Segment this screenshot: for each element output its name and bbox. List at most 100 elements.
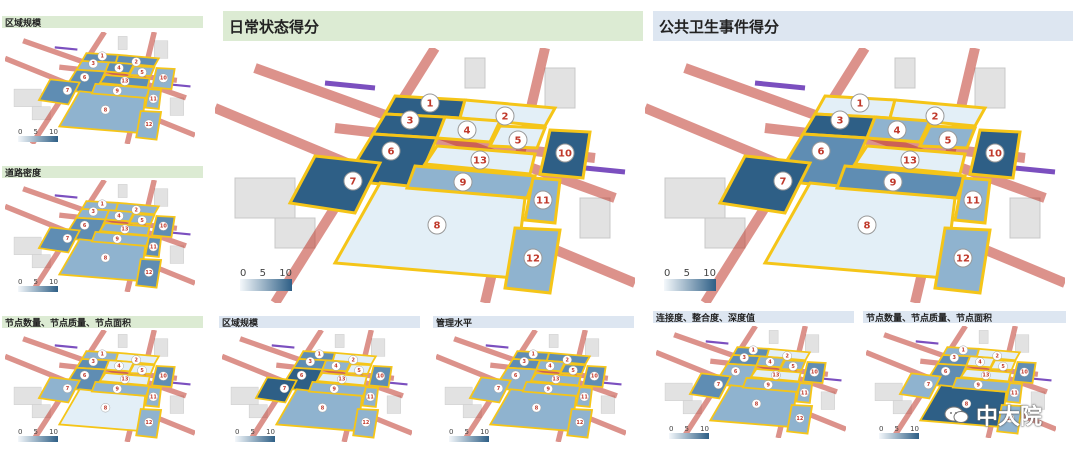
rail-line [1033, 377, 1052, 382]
building [664, 177, 726, 219]
block-label-circle [453, 172, 473, 192]
building [169, 395, 184, 414]
block-label-circle [79, 370, 90, 380]
legend-bar [240, 279, 292, 291]
block-label-circle [348, 355, 358, 365]
rail-line [172, 231, 191, 236]
block-label-circle [1019, 367, 1030, 377]
block-label: 8 [965, 401, 969, 407]
panel-title: 管理水平 [433, 316, 634, 329]
block-label: 13 [121, 377, 129, 383]
block-label: 7 [283, 386, 287, 392]
block-label: 6 [83, 373, 87, 379]
block-label: 5 [357, 368, 361, 374]
block-label-circle [799, 388, 810, 398]
block-label: 11 [966, 196, 980, 207]
building [117, 36, 128, 50]
legend-max: 10 [703, 268, 716, 279]
legend-min: 0 [18, 128, 23, 136]
block-label: 3 [308, 359, 312, 365]
block-label-circle [985, 143, 1005, 163]
block-label: 7 [350, 177, 357, 188]
legend-mid: 5 [259, 268, 266, 279]
block-label: 6 [83, 223, 87, 229]
building [579, 197, 611, 239]
block-label: 7 [780, 177, 787, 188]
legend-mid: 5 [684, 425, 689, 433]
block-label: 4 [548, 364, 552, 370]
block-label: 3 [91, 359, 95, 365]
block-label: 6 [388, 147, 395, 158]
building [544, 67, 576, 109]
block-label: 8 [104, 255, 108, 261]
block-7 [37, 226, 82, 254]
block-label: 10 [377, 374, 385, 380]
block-label: 1 [962, 348, 966, 354]
block-label: 7 [66, 88, 70, 94]
block-label-circle [992, 351, 1002, 361]
block-label-circle [361, 417, 371, 427]
building [13, 88, 42, 107]
block-label-circle [751, 399, 762, 409]
block-label: 9 [976, 382, 980, 388]
block-label: 10 [811, 370, 819, 376]
panel-node-metrics-1: 节点数量、节点质量、节点面积 [2, 316, 203, 329]
building [768, 330, 779, 344]
block-label-circle [329, 384, 339, 394]
block-label: 7 [497, 386, 501, 392]
block-7 [688, 372, 733, 400]
building [117, 184, 128, 198]
block-label: 6 [300, 373, 304, 379]
block-label: 11 [367, 394, 375, 400]
block-label-circle [137, 215, 147, 226]
block-label-circle [470, 150, 490, 170]
block-label: 8 [434, 221, 441, 232]
block-7 [254, 376, 299, 404]
block-label: 6 [734, 369, 738, 375]
building [464, 57, 486, 89]
block-label: 12 [362, 420, 369, 426]
block-label-circle [713, 379, 724, 390]
block-label-circle [887, 120, 907, 140]
block-label: 12 [145, 122, 152, 128]
rail-line [915, 340, 939, 345]
building [169, 97, 184, 116]
panel-title: 公共卫生事件得分 [653, 11, 1073, 41]
block-label-circle [1005, 413, 1015, 423]
block-label: 5 [515, 136, 522, 147]
rail-line [1014, 165, 1056, 175]
legend-max: 10 [49, 278, 58, 286]
block-label-circle [375, 371, 386, 381]
block-label: 13 [473, 156, 487, 167]
block-label: 2 [134, 207, 137, 213]
block-label-circle [493, 383, 504, 394]
block-label-circle [961, 399, 972, 409]
block-label: 11 [536, 196, 550, 207]
block-label-circle [925, 106, 945, 126]
panel-public-health-score: 公共卫生事件得分 [653, 11, 1073, 41]
legend-bar [669, 433, 709, 439]
block-label: 10 [558, 149, 572, 160]
block-label: 5 [1001, 364, 1005, 370]
panel-title: 区域规模 [219, 316, 420, 329]
block-label-circle [771, 370, 781, 380]
block-label: 13 [903, 156, 917, 167]
block-label-circle [97, 349, 108, 359]
legend-min: 0 [240, 268, 247, 279]
block-label-circle [114, 63, 124, 73]
block-label: 4 [464, 126, 471, 137]
building [1030, 391, 1045, 410]
block-7 [717, 154, 813, 215]
block-label: 11 [581, 394, 589, 400]
block-label: 10 [160, 76, 168, 82]
block-label: 12 [956, 254, 970, 265]
block-label: 3 [407, 116, 414, 127]
